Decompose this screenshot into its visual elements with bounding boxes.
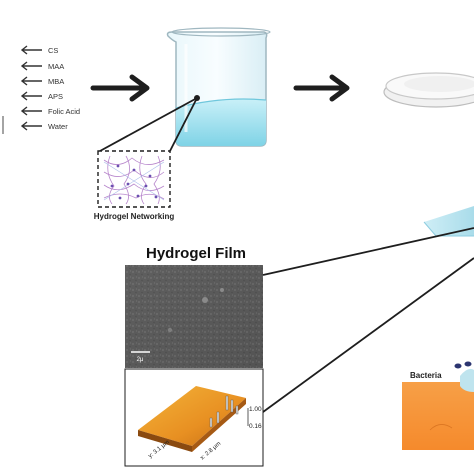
hydrogel-network-box [97,150,171,208]
ingredient-label: CS [48,46,58,55]
bacteria-panel [402,361,474,450]
bacteria-cell [454,363,462,369]
right-arrow-icon [293,74,350,102]
networking-label: Hydrogel Networking [94,212,175,221]
beaker-solution [176,99,266,146]
afm-peaks [209,395,239,428]
ingredient-item: APS [20,91,63,101]
ingredient-label: Water [48,122,68,131]
bacteria-cell [464,361,472,367]
left-arrow-icon [20,106,42,116]
crosslink-points [110,164,158,200]
right-arrow-icon [90,74,150,102]
ingredient-label: MBA [48,77,64,86]
connector-line [262,227,474,276]
sem-image: 2μ [125,265,263,368]
ingredient-item: Folic Acid [20,106,80,116]
ingredient-item: MAA [20,61,64,71]
connector-line [262,257,474,413]
afm-z-top: 1.00 [249,406,262,413]
ingredient-list: CS MAA MBA APS Folic Acid Water [20,45,80,131]
zoom-line [99,97,198,152]
afm-z-bottom: 0.16 [249,423,262,430]
sem-scale-label: 2μ [137,357,144,363]
film-title: Hydrogel Film [146,245,246,262]
ingredient-item: CS [20,45,58,55]
ingredient-label: APS [48,92,63,101]
left-arrow-icon [20,91,42,101]
left-arrow-icon [20,45,42,55]
bacteria-label: Bacteria [410,371,442,380]
ingredient-label: MAA [48,62,64,71]
afm-image: 1.00 0.16 y: 3.1 μm x: 2.8 μm [124,368,264,467]
petri-dish [383,72,474,108]
left-arrow-icon [20,121,42,131]
ingredient-label: Folic Acid [48,107,80,116]
ingredient-item: Water [20,121,68,131]
left-arrow-icon [20,61,42,71]
beaker [166,27,271,147]
hydrogel-sheet [423,206,474,237]
ingredient-item: MBA [20,76,64,86]
left-arrow-icon [20,76,42,86]
zoom-line [169,97,198,152]
